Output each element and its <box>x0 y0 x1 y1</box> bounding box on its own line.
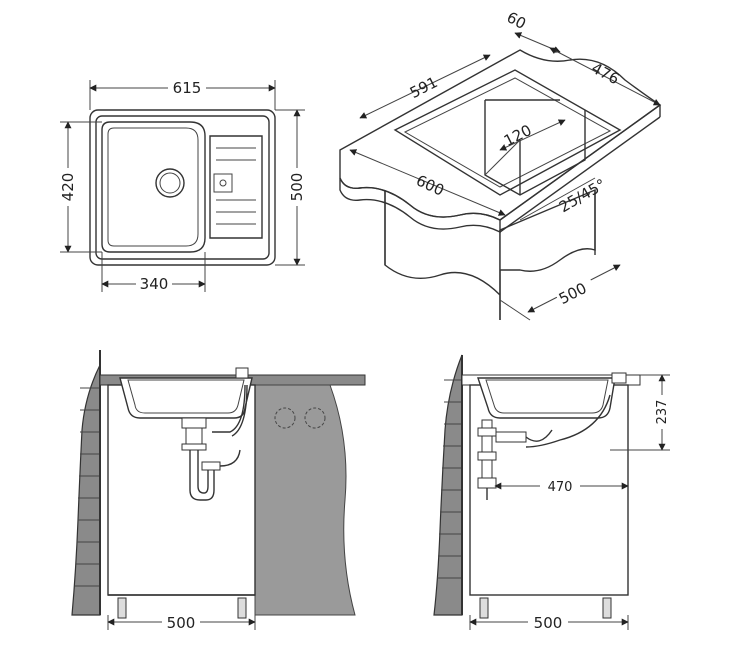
top-width-label: 615 <box>173 79 202 97</box>
top-view-drawing: 615 500 420 340 <box>59 78 306 293</box>
brick-wall <box>71 364 101 616</box>
top-outer-height-label: 500 <box>288 173 306 202</box>
side-drain-offset-label: 470 <box>548 480 573 495</box>
side-brick-wall <box>433 354 463 616</box>
drain-hole <box>155 168 185 198</box>
top-inner-height-label: 420 <box>59 173 77 202</box>
side-cabinet-label: 500 <box>534 614 563 632</box>
isometric-view-drawing: 60 476 591 120 600 25/45° 500 <box>339 8 662 321</box>
side-depth-label: 237 <box>655 400 670 425</box>
sink-outline <box>89 109 276 266</box>
top-bowl-width-label: 340 <box>140 275 169 293</box>
front-cabinet-label: 500 <box>167 614 196 632</box>
sink-bowl <box>101 121 206 253</box>
iso-depth-label: 60 <box>504 8 529 33</box>
side-view-drawing: 237 470 500 <box>433 354 672 632</box>
drainboard <box>209 135 263 239</box>
front-view-drawing: 500 <box>71 350 366 632</box>
